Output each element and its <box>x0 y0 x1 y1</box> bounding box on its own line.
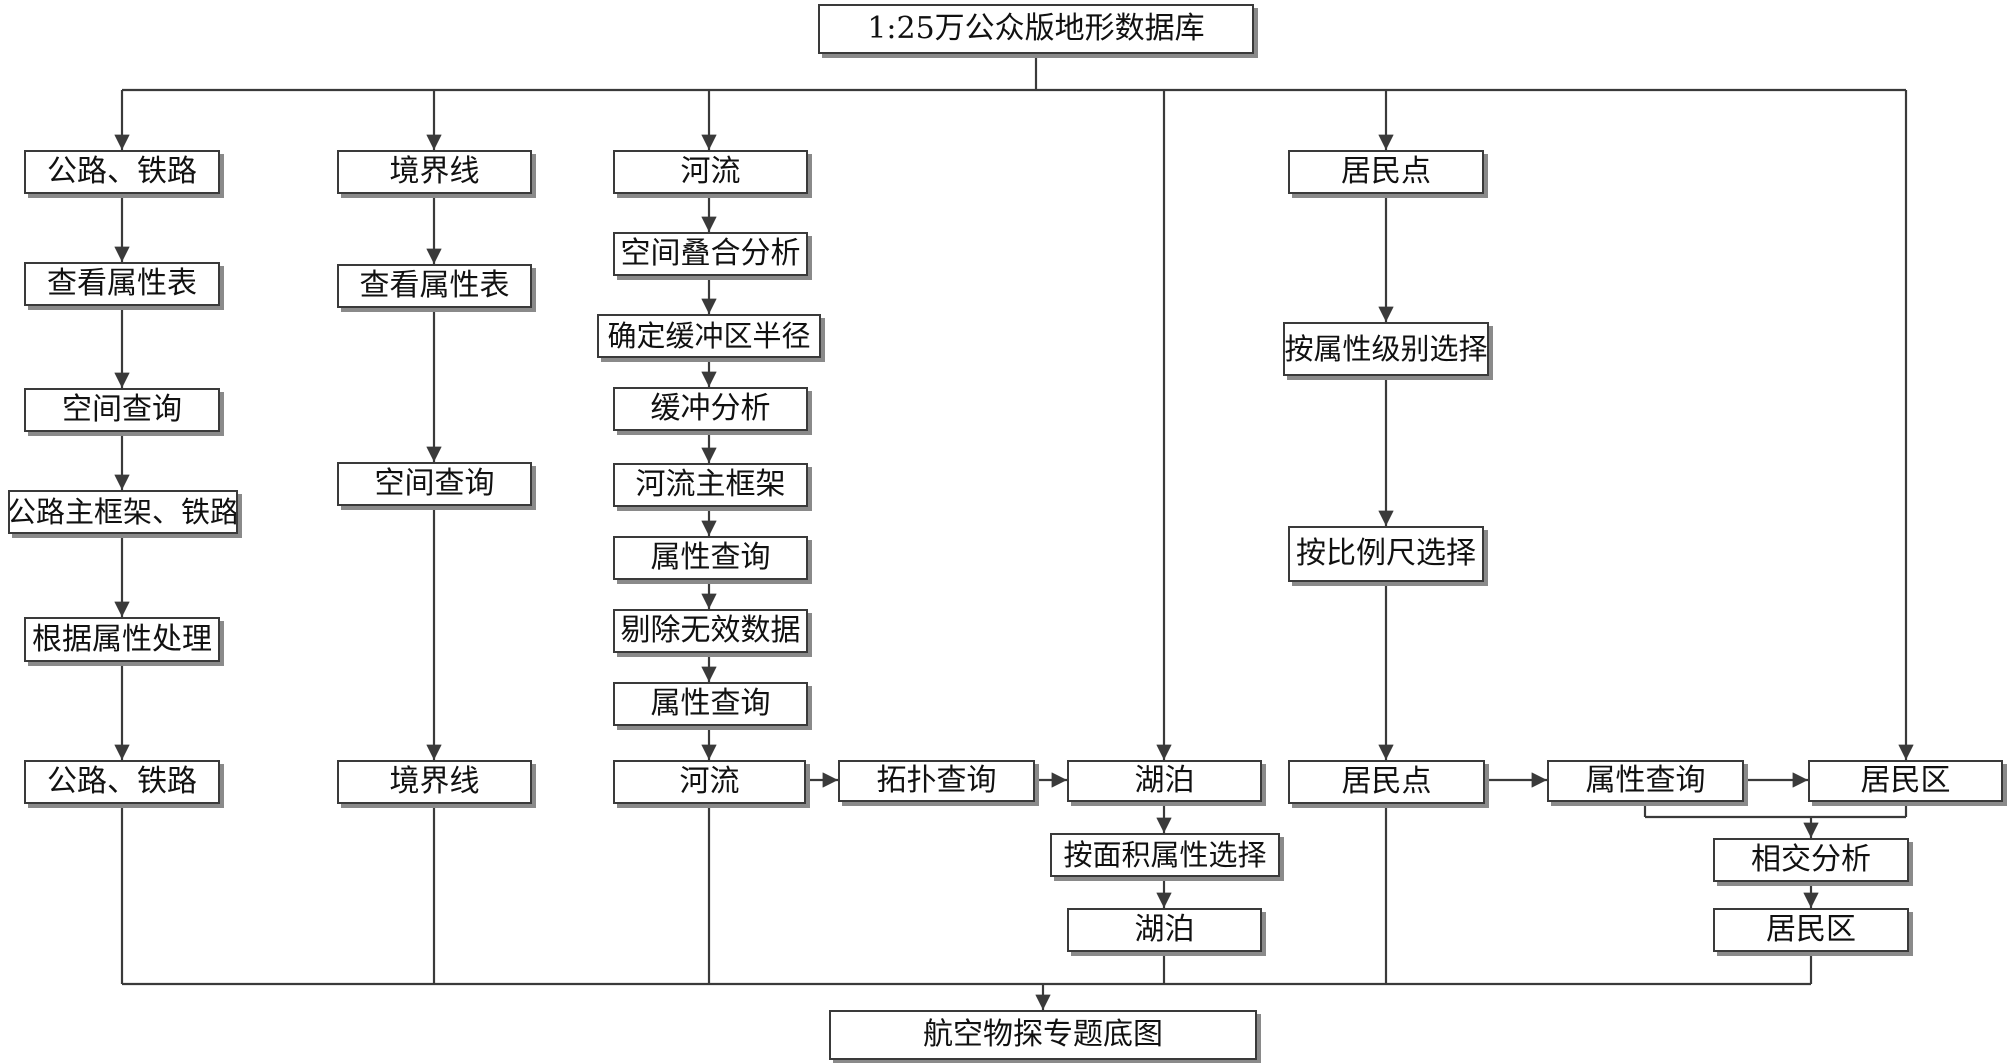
roads-attribute-process-label: 根据属性处理 <box>32 621 212 657</box>
river-attribute-query-label: 属性查询 <box>650 540 771 575</box>
settlement-scale-select-box: 按比例尺选择 <box>1288 526 1484 582</box>
target-map-label: 航空物探专题底图 <box>923 1017 1163 1052</box>
river-buffer-radius-label: 确定缓冲区半径 <box>607 318 811 353</box>
settlement-level-select-box: 按属性级别选择 <box>1283 322 1489 376</box>
residential-area-result-box: 居民区 <box>1713 908 1909 952</box>
settlement-result-label: 居民点 <box>1341 764 1432 799</box>
residential-area-result-label: 居民区 <box>1766 912 1856 947</box>
lake-area-select-box: 按面积属性选择 <box>1050 833 1280 877</box>
roads-attribute-table-label: 查看属性表 <box>47 266 197 301</box>
river-attribute-query-2-label: 属性查询 <box>650 686 771 721</box>
river-start-box: 河流 <box>613 150 808 194</box>
roads-result-box: 公路、铁路 <box>24 760 220 804</box>
river-start-label: 河流 <box>680 154 741 189</box>
settlement-result-box: 居民点 <box>1288 760 1485 804</box>
river-buffer-radius-box: 确定缓冲区半径 <box>597 314 821 358</box>
roads-start-box: 公路、铁路 <box>24 150 220 194</box>
intersect-analysis-box: 相交分析 <box>1713 838 1909 882</box>
roads-attribute-table-box: 查看属性表 <box>24 262 220 306</box>
roads-spatial-query-label: 空间查询 <box>62 392 182 427</box>
lake-result-box: 湖泊 <box>1067 908 1262 952</box>
boundary-spatial-query-box: 空间查询 <box>337 462 532 506</box>
roads-spatial-query-box: 空间查询 <box>24 388 220 432</box>
roads-result-label: 公路、铁路 <box>47 764 197 799</box>
lake-box: 湖泊 <box>1067 760 1262 802</box>
boundary-attribute-table-label: 查看属性表 <box>359 268 510 303</box>
lake-result-label: 湖泊 <box>1134 912 1195 947</box>
river-overlay-analysis-label: 空间叠合分析 <box>620 236 801 271</box>
roads-framework-box: 公路主框架、铁路 <box>8 490 238 534</box>
roads-attribute-process-box: 根据属性处理 <box>24 617 220 662</box>
settlement-start-label: 居民点 <box>1341 154 1431 189</box>
boundary-result-label: 境界线 <box>389 764 480 799</box>
source-database-label: 1:25万公众版地形数据库 <box>867 11 1205 46</box>
boundary-start-box: 境界线 <box>337 150 532 194</box>
boundary-spatial-query-label: 空间查询 <box>374 466 495 501</box>
residential-area-box: 居民区 <box>1808 760 2003 802</box>
river-framework-box: 河流主框架 <box>613 463 808 507</box>
boundary-result-box: 境界线 <box>337 760 532 804</box>
roads-framework-label: 公路主框架、铁路 <box>8 494 238 529</box>
roads-start-label: 公路、铁路 <box>47 154 197 189</box>
lake-area-select-label: 按面积属性选择 <box>1063 837 1267 872</box>
river-buffer-analysis-box: 缓冲分析 <box>613 387 808 431</box>
river-framework-label: 河流主框架 <box>635 467 786 502</box>
river-result-label: 河流 <box>679 764 740 799</box>
river-overlay-analysis-box: 空间叠合分析 <box>613 232 808 276</box>
topology-query-label: 拓扑查询 <box>876 763 997 798</box>
settlement-level-select-label: 按属性级别选择 <box>1284 331 1488 366</box>
river-remove-invalid-box: 剔除无效数据 <box>613 609 808 653</box>
settlement-start-box: 居民点 <box>1288 150 1484 194</box>
area-attribute-query-box: 属性查询 <box>1547 760 1744 802</box>
river-remove-invalid-label: 剔除无效数据 <box>620 613 801 648</box>
intersect-analysis-label: 相交分析 <box>1751 842 1871 877</box>
target-map-box: 航空物探专题底图 <box>829 1010 1257 1060</box>
river-attribute-query-box: 属性查询 <box>613 536 808 580</box>
topology-query-box: 拓扑查询 <box>838 760 1035 802</box>
area-attribute-query-label: 属性查询 <box>1585 763 1706 798</box>
boundary-start-label: 境界线 <box>389 154 480 189</box>
boundary-attribute-table-box: 查看属性表 <box>337 264 532 308</box>
source-database-box: 1:25万公众版地形数据库 <box>818 4 1254 54</box>
lake-label: 湖泊 <box>1134 763 1195 798</box>
river-attribute-query-2-box: 属性查询 <box>613 682 808 726</box>
river-buffer-analysis-label: 缓冲分析 <box>650 391 771 426</box>
settlement-scale-select-label: 按比例尺选择 <box>1296 536 1476 571</box>
residential-area-label: 居民区 <box>1860 763 1951 798</box>
river-result-box: 河流 <box>613 760 806 804</box>
